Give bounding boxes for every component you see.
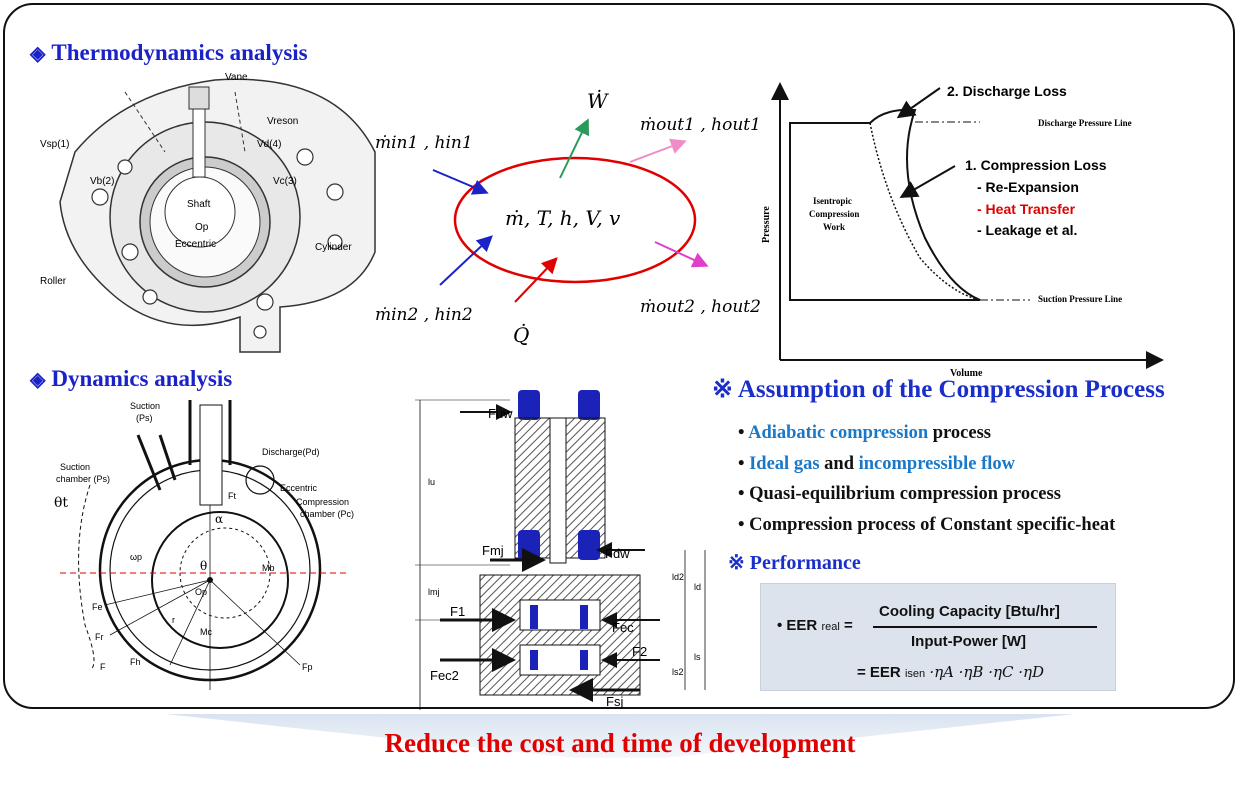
dynamics-diagram: Suction (Ps) Discharge(Pd) Suction chamb…	[54, 400, 354, 690]
ft-label: Ft	[228, 491, 236, 501]
roller-label: Roller	[40, 276, 67, 287]
pv-ylabel: Pressure	[761, 206, 772, 243]
assumption-item: • Ideal gas and incompressible flow	[738, 453, 1016, 474]
fr-label: Fr	[95, 632, 104, 642]
fec-label: Fec	[612, 620, 634, 635]
ls-label: ls	[694, 652, 701, 662]
fp-label: Fp	[302, 662, 313, 672]
ls2-label: ls2	[672, 667, 684, 677]
diamond-icon: ◈	[30, 369, 46, 391]
fmj-label: Fmj	[482, 543, 504, 558]
inlet1-label: ṁin1 , hin1	[375, 133, 473, 153]
isentropic-label: Isentropic	[813, 196, 852, 206]
assumption-item: • Adiabatic compression process	[738, 423, 992, 443]
ld2-label: ld2	[672, 572, 684, 582]
fraction-bar	[873, 626, 1097, 628]
eer-numerator: Cooling Capacity [Btu/hr]	[879, 603, 1060, 620]
compression-chamber-pressure-label: chamber (Pc)	[300, 509, 354, 519]
f2-label: F2	[632, 644, 647, 659]
suction-label: Suction	[130, 401, 160, 411]
discharge-label: Discharge(Pd)	[262, 447, 320, 457]
discharge-line-label: Discharge Pressure Line	[1038, 118, 1132, 128]
leakage-label: - Leakage et al.	[977, 222, 1077, 238]
eer-label: • EER real =	[777, 617, 853, 634]
lmj-label: lmj	[428, 587, 440, 597]
vd-label: Vd(4)	[257, 139, 281, 150]
assumption-item: • Compression process of Constant specif…	[738, 514, 1116, 535]
eer-formula-box: • EER real = Cooling Capacity [Btu/hr] I…	[760, 583, 1116, 691]
r-label: r	[172, 615, 175, 625]
f1-label: F1	[450, 604, 465, 619]
vsp-label: Vsp(1)	[40, 139, 69, 150]
heat-label: Q̇	[513, 323, 529, 347]
eccentric-label: Eccentric	[175, 239, 216, 250]
conclusion-text: Reduce the cost and time of development	[384, 728, 856, 758]
f-label: F	[100, 662, 106, 672]
theta-label: θ	[200, 559, 207, 573]
mc-label: Mc	[200, 627, 212, 637]
compressor-cross-section: Vane Vreson Vsp(1) Vd(4) Vb(2) Vc(3) Sha…	[40, 72, 376, 353]
performance-title: ※ Performance	[728, 552, 861, 574]
thermodynamics-title: ◈Thermodynamics analysis	[30, 40, 308, 65]
isentropic-work-label: Work	[823, 222, 845, 232]
outlet1-label: ṁout1 , hout1	[640, 115, 761, 135]
heat-transfer-label: - Heat Transfer	[977, 201, 1076, 217]
work-label: Ẇ	[587, 89, 609, 113]
wp-label: ωp	[130, 552, 142, 562]
mb-label: Mb	[262, 563, 275, 573]
shaft-label: Shaft	[187, 199, 211, 210]
fec2-label: Fec2	[430, 668, 459, 683]
control-volume-diagram: ṁ, T, h, V, v Ẇ Q̇ ṁin1 , hin1 ṁin2 , hi…	[375, 89, 761, 347]
assumption-item: • Quasi-equilibrium compression process	[738, 484, 1061, 504]
eccentric-label: Eccentric	[280, 483, 318, 493]
suction-line-label: Suction Pressure Line	[1038, 294, 1122, 304]
cylinder-label: Cylinder	[315, 242, 352, 253]
eer-denominator: Input-Power [W]	[911, 633, 1026, 650]
vc-label: Vc(3)	[273, 176, 297, 187]
alpha-label: α	[215, 512, 223, 526]
suction-pressure-label: (Ps)	[136, 413, 153, 423]
pv-diagram: Pressure Volume 2. Discharge Loss Discha…	[761, 82, 1164, 379]
assumption-list: • Adiabatic compression process • Ideal …	[738, 418, 1115, 540]
shaft-diagram: Fuw Fmj Fdw F1 Fec F2 Fec2 Fsj lu lmj ld…	[415, 390, 706, 710]
op-label: Op	[195, 587, 207, 597]
dynamics-title: ◈Dynamics analysis	[30, 366, 233, 391]
isentropic-compression-label: Compression	[809, 209, 859, 219]
vane-label: Vane	[225, 72, 248, 83]
outlet2-label: ṁout2 , hout2	[640, 297, 761, 317]
pv-xlabel: Volume	[950, 368, 983, 379]
assumption-title: ※ Assumption of the Compression Process	[712, 376, 1165, 403]
diamond-icon: ◈	[30, 43, 46, 65]
theta-t-label: θt	[54, 495, 68, 511]
inlet2-label: ṁin2 , hin2	[375, 305, 473, 325]
fsj-label: Fsj	[606, 694, 623, 709]
lu-label: lu	[428, 477, 435, 487]
discharge-loss-label: 2. Discharge Loss	[947, 83, 1067, 99]
eer-isentropic-line: = EER isen ·ηA ·ηB ·ηC ·ηD	[857, 663, 1044, 681]
suction-chamber-pressure-label: chamber (Ps)	[56, 474, 110, 484]
suction-chamber-label: Suction	[60, 462, 90, 472]
compression-loss-label: 1. Compression Loss	[965, 157, 1107, 173]
vb-label: Vb(2)	[90, 176, 114, 187]
fh-label: Fh	[130, 657, 141, 667]
fuw-label: Fuw	[488, 406, 513, 421]
ld-label: ld	[694, 582, 701, 592]
re-expansion-label: - Re-Expansion	[977, 179, 1079, 195]
compression-chamber-label: Compression	[296, 497, 349, 507]
control-volume-state: ṁ, T, h, V, v	[505, 206, 621, 230]
fe-label: Fe	[92, 602, 103, 612]
op-label: Op	[195, 222, 209, 233]
vreson-label: Vreson	[267, 116, 298, 127]
fdw-label: Fdw	[605, 546, 630, 561]
